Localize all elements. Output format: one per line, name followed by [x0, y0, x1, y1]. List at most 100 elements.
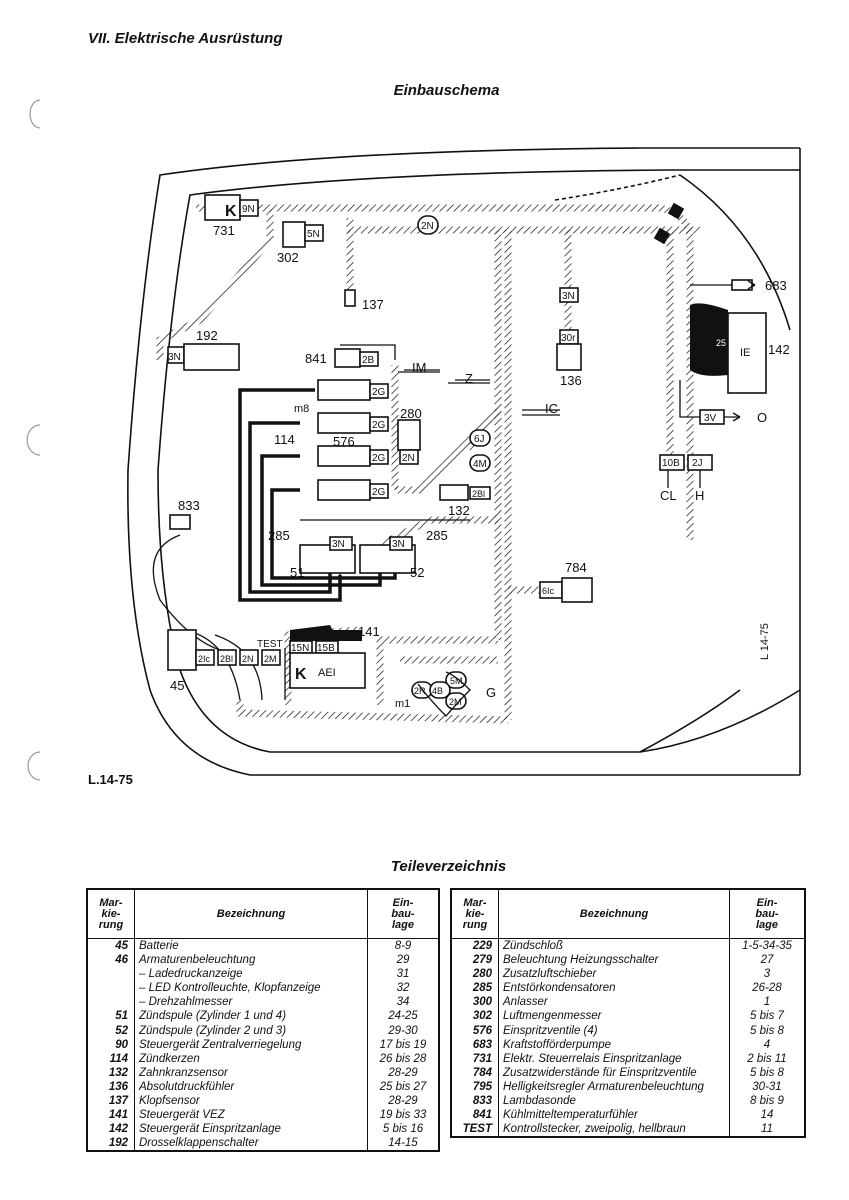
cell-mark: 137 [87, 1094, 135, 1109]
cell-mark: 51 [87, 1009, 135, 1024]
parts-list: Mar-kie-rung Bezeichnung Ein-bau-lage 45… [86, 888, 806, 1158]
label-114: 114 [274, 432, 295, 447]
cell-mark: 114 [87, 1051, 135, 1066]
cell-loc: 1 [763, 996, 771, 1009]
label-5M: 5M [450, 676, 463, 686]
label-51: 51 [290, 565, 304, 580]
label-302: 302 [277, 250, 299, 265]
cell-mark: 841 [451, 1108, 499, 1123]
cell-mark: 52 [87, 1023, 135, 1038]
wiring-diagram: 731 9N K 302 5N 2N 137 192 3N 841 2B IM … [26, 99, 801, 781]
cell-loc: 1-5-34-35 [742, 940, 792, 952]
label-25N: 25 [716, 338, 726, 348]
cell-desc: – Drehzahlmesser [134, 995, 368, 1010]
cell-mark: 141 [87, 1108, 135, 1123]
cell-loc: 29 [396, 954, 410, 967]
label-2M: 2M [449, 697, 462, 707]
cell-mark [87, 981, 135, 996]
pointer-lines [398, 280, 756, 717]
label-3N-192: 3N [168, 352, 181, 363]
cell-loc: 25 bis 27 [379, 1080, 427, 1093]
cell-loc: 27 [760, 954, 774, 967]
cell-desc: – Ladedruckanzeige [134, 967, 368, 982]
cell-desc: Zusatzwiderstände für Einspritzventile [498, 1065, 730, 1080]
diagram-title: Einbauschema [393, 82, 500, 99]
col-header-loc: Ein-bau-lage [367, 889, 439, 939]
label-4M: 4M [473, 459, 487, 470]
cell-desc: Kraftstofförderpumpe [498, 1037, 730, 1052]
parts-table-right: Mar-kie-rung Bezeichnung Ein-bau-lage 22… [450, 888, 806, 1139]
cell-desc: Kühlmitteltemperaturfühler [498, 1108, 730, 1123]
cell-desc: – LED Kontrolleuchte, Klopfanzeige [134, 981, 368, 996]
label-10B: 10B [662, 458, 680, 469]
label-CL: CL [660, 488, 677, 503]
label-k2: K [295, 666, 307, 683]
label-3N-a: 3N [332, 539, 345, 550]
table-title: Teileverzeichnis [390, 858, 507, 875]
cell-desc: Luftmengenmesser [498, 1009, 730, 1024]
cell-mark: 300 [451, 995, 499, 1010]
cell-desc: Zahnkranzsensor [134, 1065, 368, 1080]
cell-desc: Klopfsensor [134, 1094, 368, 1109]
cell-loc: 8-9 [394, 940, 412, 952]
binder-holes [26, 99, 41, 781]
cell-mark: 731 [451, 1051, 499, 1066]
cell-desc: Batterie [134, 938, 368, 954]
label-15N: 15N [291, 643, 309, 654]
label-142: 142 [768, 342, 790, 357]
label-m1: m1 [395, 698, 410, 710]
label-683: 683 [765, 278, 787, 293]
cell-loc: 5 bis 8 [750, 1066, 784, 1079]
label-2Bl-45: 2Bl [220, 654, 233, 664]
label-2N-top: 2N [421, 221, 434, 232]
cell-loc: 31 [396, 968, 410, 981]
label-k1: K [225, 203, 237, 220]
diagram-labels: 731 9N K 302 5N 2N 137 192 3N 841 2B IM … [168, 203, 790, 710]
label-30r: 30r [561, 333, 576, 344]
cell-loc: 17 bis 19 [379, 1038, 427, 1051]
cell-loc: 11 [761, 1123, 773, 1136]
label-784: 784 [565, 560, 587, 575]
cell-loc: 28-29 [388, 1066, 418, 1079]
label-136: 136 [560, 373, 582, 388]
cell-mark: 45 [87, 938, 135, 954]
cell-desc: Zündschloß [498, 938, 730, 954]
label-285-left: 285 [268, 528, 290, 543]
label-O: O [757, 410, 767, 425]
side-ref: L 14-75 [759, 623, 771, 660]
cell-loc: 5 bis 8 [750, 1024, 784, 1037]
label-m8: m8 [294, 403, 309, 415]
label-9N: 9N [242, 204, 255, 215]
label-2N-45: 2N [242, 654, 254, 664]
label-3V: 3V [704, 413, 717, 424]
cell-loc: 14 [760, 1109, 774, 1122]
cell-mark: 136 [87, 1079, 135, 1095]
cell-mark [87, 995, 135, 1010]
label-833: 833 [178, 498, 200, 513]
label-TEST: TEST [257, 639, 283, 650]
label-6Ic: 6Ic [542, 586, 555, 596]
label-2B: 2B [362, 355, 375, 366]
label-731: 731 [213, 223, 235, 238]
cell-mark: 784 [451, 1065, 499, 1080]
label-52: 52 [410, 565, 424, 580]
figure-reference: L.14-75 [88, 772, 133, 787]
label-280: 280 [400, 406, 422, 421]
cell-mark: 229 [451, 938, 499, 954]
cell-desc: Entstörkondensatoren [498, 981, 730, 996]
cell-mark: 285 [451, 981, 499, 996]
section-header: VII. Elektrische Ausrüstung [88, 30, 283, 47]
label-5N: 5N [307, 229, 320, 240]
cell-mark: 279 [451, 953, 499, 968]
cell-desc: Steuergerät Einspritzanlage [134, 1122, 368, 1137]
